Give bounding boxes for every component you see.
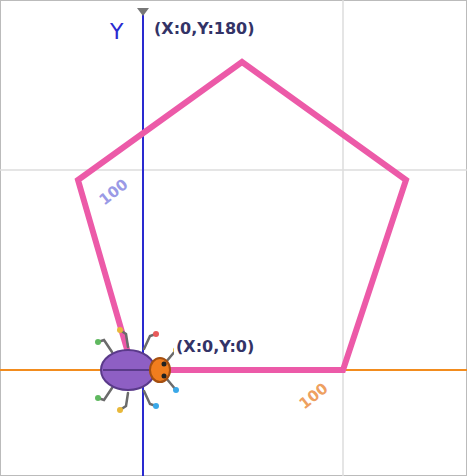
beetle-sprite <box>95 327 179 413</box>
pentagon <box>78 62 406 370</box>
grid-line <box>342 0 344 476</box>
coordinate-label: (X:0,Y:0) <box>174 338 256 356</box>
y-axis <box>142 8 144 476</box>
axis-name: Y <box>108 20 125 44</box>
axis-arrow <box>137 8 149 16</box>
coordinate-label: (X:0,Y:180) <box>152 20 257 38</box>
